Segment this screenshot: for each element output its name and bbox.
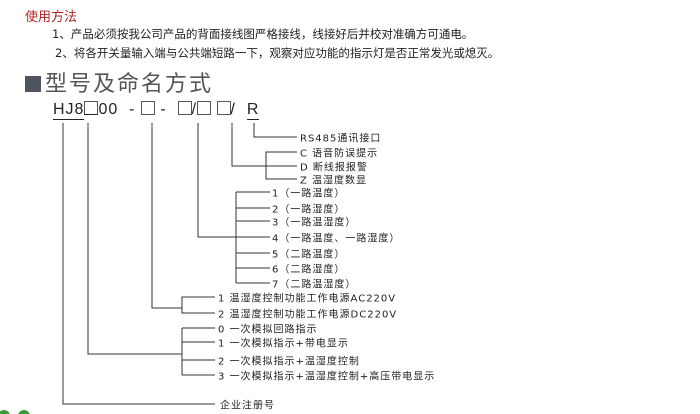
- naming-title: 型号及命名方式: [25, 66, 213, 98]
- channel-option: 6（二路湿度）: [272, 264, 346, 276]
- channel-option: 5（二路温度）: [272, 249, 346, 261]
- channel-option: 4（一路温度、一路湿度）: [272, 233, 401, 245]
- usage-heading: 使用方法: [25, 10, 78, 25]
- usage-step-1: 1、产品必须按我公司产品的背面接线图严格接线，线接好后并校对准确方可通电。: [52, 27, 474, 41]
- power-option: 1 温湿度控制功能工作电源AC220V: [218, 293, 397, 305]
- function-option: 0 一次模拟回路指示: [218, 324, 318, 336]
- usage-step-2: 2、将各开关量输入端与公共端短路一下，观察对应功能的指示灯是否正常发光或熄灭。: [55, 46, 500, 60]
- code-slash: /: [230, 101, 236, 118]
- code-suffix: R: [246, 101, 260, 120]
- code-box: [177, 101, 192, 115]
- code-prefix: HJ8: [53, 101, 85, 120]
- channel-option: 1（一路温度）: [272, 188, 346, 200]
- code-slash: /: [191, 101, 198, 118]
- power-option: 2 温湿度控制功能工作电源DC220V: [218, 309, 398, 321]
- alarm-option: D 断线报报警: [300, 162, 368, 174]
- function-option: 3 一次模拟指示+温湿度控制+高压带电显示: [218, 371, 436, 383]
- code-box: [216, 101, 231, 115]
- rs485-label: RS485通讯接口: [300, 133, 382, 145]
- code-dash: -: [160, 101, 167, 118]
- alarm-option: C 语音防误提示: [300, 148, 379, 160]
- function-option: 2 一次模拟指示+温湿度控制: [218, 356, 360, 368]
- channel-option: 3（一路温湿度）: [272, 217, 357, 229]
- code-box: [197, 101, 212, 115]
- registration-label: 企业注册号: [220, 400, 275, 412]
- code-mid: 00: [98, 101, 119, 118]
- channel-option: 7（二路温湿度）: [272, 279, 357, 291]
- channel-option: 2（一路湿度）: [272, 204, 346, 216]
- model-code: HJ8 00 - - / / R: [53, 101, 260, 120]
- naming-title-text: 型号及命名方式: [45, 72, 214, 97]
- code-box: [84, 101, 99, 115]
- code-dash: -: [129, 101, 136, 118]
- function-option: 1 一次模拟指示+带电显示: [218, 338, 349, 350]
- alarm-option: Z 温湿度数显: [300, 175, 368, 187]
- code-box: [140, 101, 155, 115]
- square-bullet-icon: [25, 76, 41, 92]
